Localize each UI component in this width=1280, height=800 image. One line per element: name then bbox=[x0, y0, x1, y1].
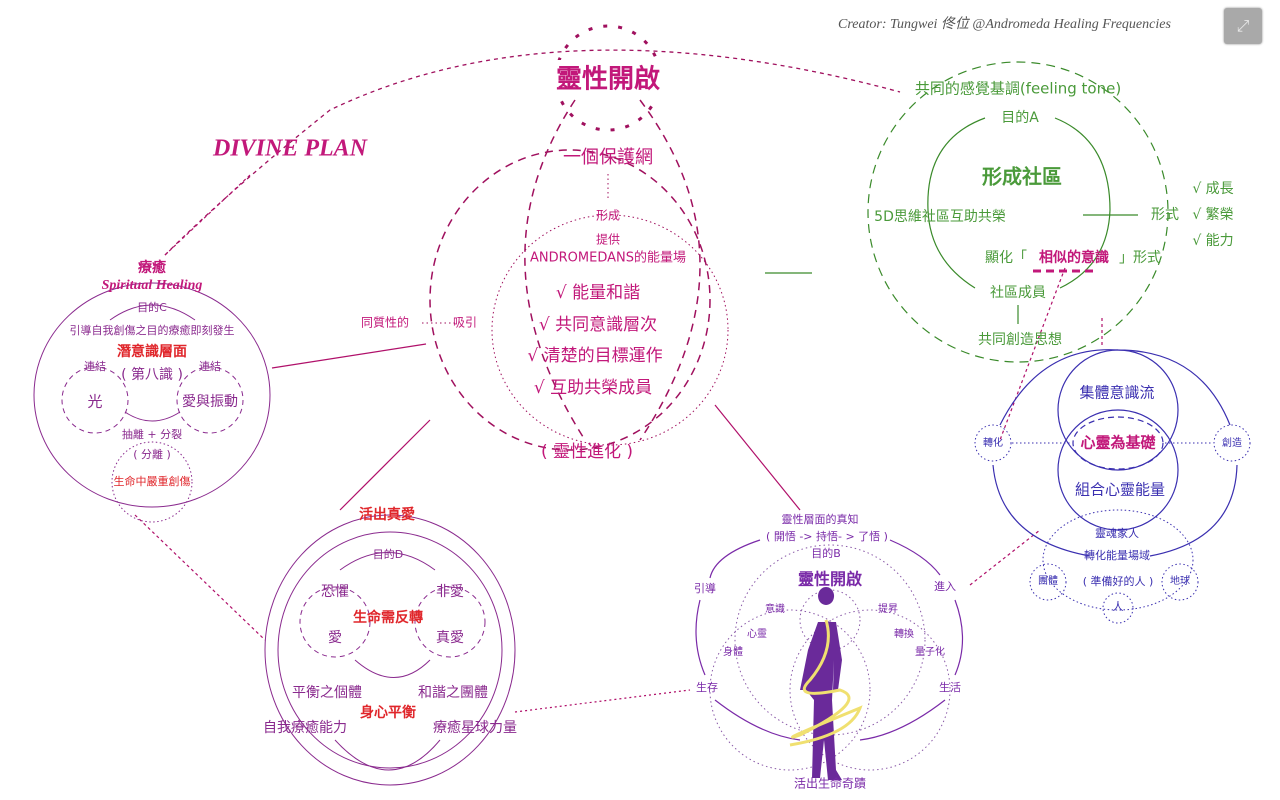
person-node: 人 bbox=[1113, 600, 1124, 613]
members-label: 社區成員 bbox=[990, 285, 1046, 301]
love-label: 愛 bbox=[328, 630, 342, 646]
reverse-label: 生命需反轉 bbox=[353, 609, 423, 626]
purpose-b: 目的B bbox=[811, 546, 841, 560]
transform-node: 轉化 bbox=[983, 436, 1003, 449]
community-title: 形成社區 bbox=[982, 165, 1062, 189]
connector-lines bbox=[134, 174, 1103, 713]
energy-field-label: ANDROMEDANS的能量場 bbox=[530, 250, 686, 266]
guide-label: 引導 bbox=[694, 581, 716, 595]
truelove-label: 真愛 bbox=[436, 630, 464, 646]
main-title: 靈性開啟 bbox=[556, 65, 660, 95]
separation-label: ( 分離 ) bbox=[133, 447, 171, 461]
healing-circles bbox=[33, 282, 271, 523]
check-item: √ 清楚的目標運作 bbox=[527, 346, 662, 366]
purpose-c: 目的C bbox=[137, 300, 167, 314]
fear-label: 恐懼 bbox=[321, 583, 349, 600]
base-label: 心靈為基礎 bbox=[1080, 434, 1156, 452]
evolution-label: ( 靈性進化 ) bbox=[541, 442, 633, 462]
energy-field-label: 轉化能量場域 bbox=[1084, 548, 1150, 562]
ready-label: ( 準備好的人 ) bbox=[1083, 574, 1154, 588]
5d-label: 5D思維社區互助共榮 bbox=[874, 209, 1006, 225]
healing-subtitle: Spiritual Healing bbox=[102, 278, 203, 293]
form-label: 形成 bbox=[596, 209, 620, 223]
check-item: √ 互助共榮成員 bbox=[534, 378, 652, 398]
divine-plan-arc bbox=[164, 49, 901, 256]
stream-label: 集體意識流 bbox=[1079, 384, 1154, 402]
create-node: 創造 bbox=[1222, 436, 1242, 449]
survive-label: 生存 bbox=[696, 680, 718, 694]
eighth-label: ( 第八識 ) bbox=[121, 366, 183, 383]
healing-guide: 引導自我創傷之目的療癒即刻發生 bbox=[70, 323, 235, 337]
quantize-label: 量子化 bbox=[915, 645, 945, 658]
selfheal-label: 自我療癒能力 bbox=[263, 719, 347, 736]
subconscious-label: 潛意識層面 bbox=[117, 343, 187, 360]
divine-plan-label: DIVINE PLAN bbox=[212, 136, 369, 162]
link-label: 連結 bbox=[84, 359, 106, 373]
body-label: 身體 bbox=[723, 645, 743, 658]
planet-label: 療癒星球力量 bbox=[433, 719, 517, 736]
nonlove-label: 非愛 bbox=[436, 584, 464, 600]
stages-label: ( 開悟 -> 持悟- > 了悟 ) bbox=[766, 529, 888, 543]
cocreate-label: 共同創造思想 bbox=[978, 332, 1062, 348]
check-item: √ 成長 bbox=[1192, 181, 1233, 197]
love-circles bbox=[264, 514, 516, 786]
combine-label: 組合心靈能量 bbox=[1075, 481, 1165, 499]
purpose-a: 目的A bbox=[1001, 110, 1039, 126]
awakening-arrows bbox=[695, 539, 964, 741]
group-node: 團體 bbox=[1038, 575, 1058, 587]
form-label: 形式 bbox=[1151, 207, 1179, 223]
fullscreen-button[interactable]: ⤢ bbox=[1224, 8, 1262, 44]
community-circles bbox=[867, 61, 1169, 363]
split-label: 抽離 + 分裂 bbox=[122, 427, 182, 441]
link-label: 連結 bbox=[199, 359, 221, 373]
balance-label: 身心平衡 bbox=[360, 704, 416, 721]
check-item: √ 能量和諧 bbox=[556, 283, 640, 303]
awakening-title: 靈性開啟 bbox=[798, 570, 862, 589]
homogeneous-label: 同質性的 bbox=[361, 315, 409, 330]
collective-circles bbox=[974, 349, 1251, 624]
provide-label: 提供 bbox=[596, 232, 620, 247]
purpose-d: 目的D bbox=[373, 547, 403, 561]
miracle-label: 活出生命奇蹟 bbox=[794, 776, 866, 791]
love-title: 活出真愛 bbox=[359, 506, 415, 523]
attract-label: 吸引 bbox=[453, 316, 477, 330]
healing-title: 療癒 bbox=[138, 259, 167, 276]
manifest-prefix: 顯化「 bbox=[985, 250, 1027, 266]
creator-credit: Creator: Tungwei 佟位 @Andromeda Healing F… bbox=[838, 17, 1171, 32]
love-vibration-label: 愛與振動 bbox=[182, 394, 238, 410]
enter-label: 進入 bbox=[934, 580, 956, 593]
consciousness-label: 意識 bbox=[765, 602, 785, 615]
center-circles bbox=[420, 99, 729, 451]
individual-label: 平衡之個體 bbox=[292, 685, 362, 701]
transform-label: 轉換 bbox=[894, 627, 914, 640]
check-item: √ 繁榮 bbox=[1192, 207, 1233, 223]
check-item: √ 共同意識層次 bbox=[539, 315, 657, 335]
protection-net-label: 一個保護網 bbox=[563, 147, 653, 168]
soul-family-label: 靈魂家人 bbox=[1095, 526, 1139, 540]
earth-node: 地球 bbox=[1170, 574, 1190, 587]
feeling-tone-label: 共同的感覺基調(feeling tone) bbox=[915, 80, 1121, 98]
mind-label: 心靈 bbox=[747, 628, 767, 640]
light-label: 光 bbox=[87, 393, 102, 411]
live-label: 生活 bbox=[939, 680, 961, 694]
trauma-label: 生命中嚴重創傷 bbox=[114, 474, 191, 488]
manifest-suffix: 」形式 bbox=[1119, 250, 1161, 266]
check-item: √ 能力 bbox=[1192, 233, 1233, 249]
expand-icon: ⤢ bbox=[1236, 16, 1250, 35]
similar-consciousness-label: 相似的意識 bbox=[1039, 249, 1109, 266]
truth-label: 靈性層面的真知 bbox=[782, 512, 859, 526]
light-spiral bbox=[789, 619, 863, 747]
human-figure-icon bbox=[800, 587, 842, 780]
elevate-label: 提昇 bbox=[878, 603, 898, 615]
group-label: 和諧之團體 bbox=[418, 685, 488, 701]
